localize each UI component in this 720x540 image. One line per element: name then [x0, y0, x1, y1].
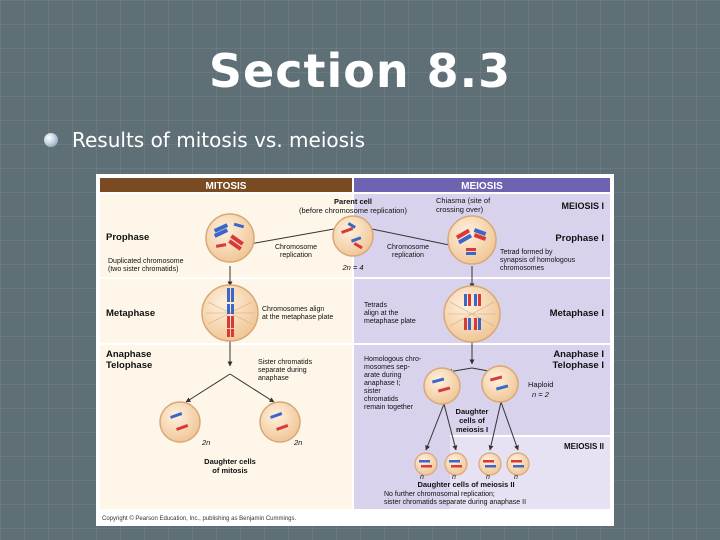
daughter-mitosis-label-2: of mitosis: [212, 466, 247, 475]
tetrads-label-1: Tetrads: [364, 302, 387, 309]
meiosis-i-daughter-cell-right: [481, 365, 519, 403]
bullet-orb-icon: [44, 133, 58, 147]
mitosis-prophase-cell: [205, 213, 255, 263]
n-label-4: n: [514, 474, 518, 481]
no-further-label-2: sister chromatids separate during anapha…: [384, 499, 526, 506]
tetrads-label-2: align at the: [364, 310, 398, 317]
two-n-four-label: 2n = 4: [341, 263, 363, 272]
n-two-label: n = 2: [532, 390, 550, 399]
figure-svg: MITOSIS MEIOSIS: [96, 174, 614, 526]
arrow-parent-meiosis: [371, 228, 455, 248]
tetrad-label-2: synapsis of homologous: [500, 257, 576, 264]
no-further-label-1: No further chromosomal replication;: [384, 491, 495, 498]
n-label-3: n: [486, 474, 490, 481]
dup-chrom-label-2: (two sister chromatids): [108, 266, 178, 273]
meiosis-prophase-cell: [447, 215, 497, 265]
meiosis-ii-label: MEIOSIS II: [564, 442, 604, 451]
daughter-i-label-2: cells of: [459, 416, 485, 425]
meiosis-i-top-label: MEIOSIS I: [561, 201, 604, 211]
homol-label-6: chromatids: [364, 396, 399, 403]
meiosis-ii-daughter-cell-2: [444, 452, 468, 476]
sister-label-2: separate during: [258, 367, 307, 374]
prophase-i-label: Prophase I: [555, 233, 604, 244]
homol-label-7: remain together: [364, 404, 414, 411]
telophase-label: Telophase: [106, 360, 152, 371]
homol-label-1: Homologous chro-: [364, 356, 422, 363]
chiasma-label-1: Chiasma (site of: [436, 196, 491, 205]
slide-title: Section 8.3: [208, 44, 512, 98]
mitosis-header-label: MITOSIS: [206, 181, 247, 192]
homol-label-5: sister: [364, 388, 381, 395]
arrow-mii-2: [443, 403, 458, 451]
dup-chrom-label-1: Duplicated chromosome: [108, 258, 184, 265]
two-n-right-label: 2n: [293, 438, 302, 447]
metaphase-i-label: Metaphase I: [550, 308, 604, 319]
arrow-mitosis-daughter-right: [229, 373, 275, 403]
sister-label-3: anaphase: [258, 375, 289, 382]
tetrads-label-3: metaphase plate: [364, 318, 416, 325]
metaphase-label: Metaphase: [106, 308, 155, 319]
mitosis-header: [100, 178, 352, 192]
arrow-mii-1: [425, 403, 445, 451]
n-label-1: n: [420, 474, 424, 481]
arrow-mii-4: [500, 401, 519, 451]
meiosis-ii-daughter-cell-4: [506, 452, 530, 476]
rep-right-1: Chromosome: [387, 244, 429, 251]
copyright-label: Copyright © Pearson Education, Inc., pub…: [102, 515, 297, 522]
prophase-label: Prophase: [106, 232, 149, 243]
arrow-mitosis-daughter-left: [185, 373, 231, 403]
mitosis-daughter-cell-left: [159, 401, 201, 443]
homol-label-3: arate during: [364, 372, 401, 379]
parent-cell: [332, 215, 374, 257]
parent-cell-note: (before chromosome replication): [299, 206, 407, 215]
two-n-left-label: 2n: [201, 438, 210, 447]
daughter-i-label-1: Daughter: [456, 407, 489, 416]
mitosis-meiosis-figure: MITOSIS MEIOSIS: [96, 174, 614, 526]
anaphase-i-label: Anaphase I: [553, 349, 604, 360]
tetrad-label-1: Tetrad formed by: [500, 249, 553, 256]
rep-left-1: Chromosome: [275, 244, 317, 251]
bullet-text: Results of mitosis vs. meiosis: [72, 128, 366, 152]
meiosis-ii-daughter-cell-1: [414, 452, 438, 476]
daughter-mitosis-label-1: Daughter cells: [204, 457, 256, 466]
meiosis-ii-daughter-cell-3: [478, 452, 502, 476]
homol-label-2: mosomes sep-: [364, 364, 411, 371]
anaphase-label: Anaphase: [106, 349, 151, 360]
mitosis-daughter-cell-right: [259, 401, 301, 443]
chiasma-label-2: crossing over): [436, 205, 484, 214]
mitosis-metaphase-cell: [201, 284, 259, 342]
rep-right-2: replication: [392, 252, 424, 259]
meiosis-i-daughter-cell-left: [423, 367, 461, 405]
sister-label-1: Sister chromatids: [258, 359, 313, 366]
homol-label-4: anaphase I;: [364, 380, 401, 387]
align-label-2: at the metaphase plate: [262, 314, 333, 321]
meiosis-header-label: MEIOSIS: [461, 181, 503, 192]
align-label-1: Chromosomes align: [262, 306, 324, 313]
daughter-i-label-3: meiosis I: [456, 425, 488, 434]
meiosis-ii-panel: [450, 436, 610, 509]
daughter-meiosis-ii-label: Daughter cells of meiosis II: [417, 480, 514, 489]
meiosis-header: [354, 178, 610, 192]
parent-cell-label: Parent cell: [334, 197, 372, 206]
tetrad-label-3: chromosomes: [500, 265, 544, 272]
n-label-2: n: [452, 474, 456, 481]
haploid-label: Haploid: [528, 380, 553, 389]
rep-left-2: replication: [280, 252, 312, 259]
arrow-mii-3: [488, 401, 502, 451]
meiosis-metaphase-cell: [443, 285, 501, 343]
telophase-i-label: Telophase I: [552, 360, 604, 371]
bullet-item: Results of mitosis vs. meiosis: [44, 128, 365, 152]
